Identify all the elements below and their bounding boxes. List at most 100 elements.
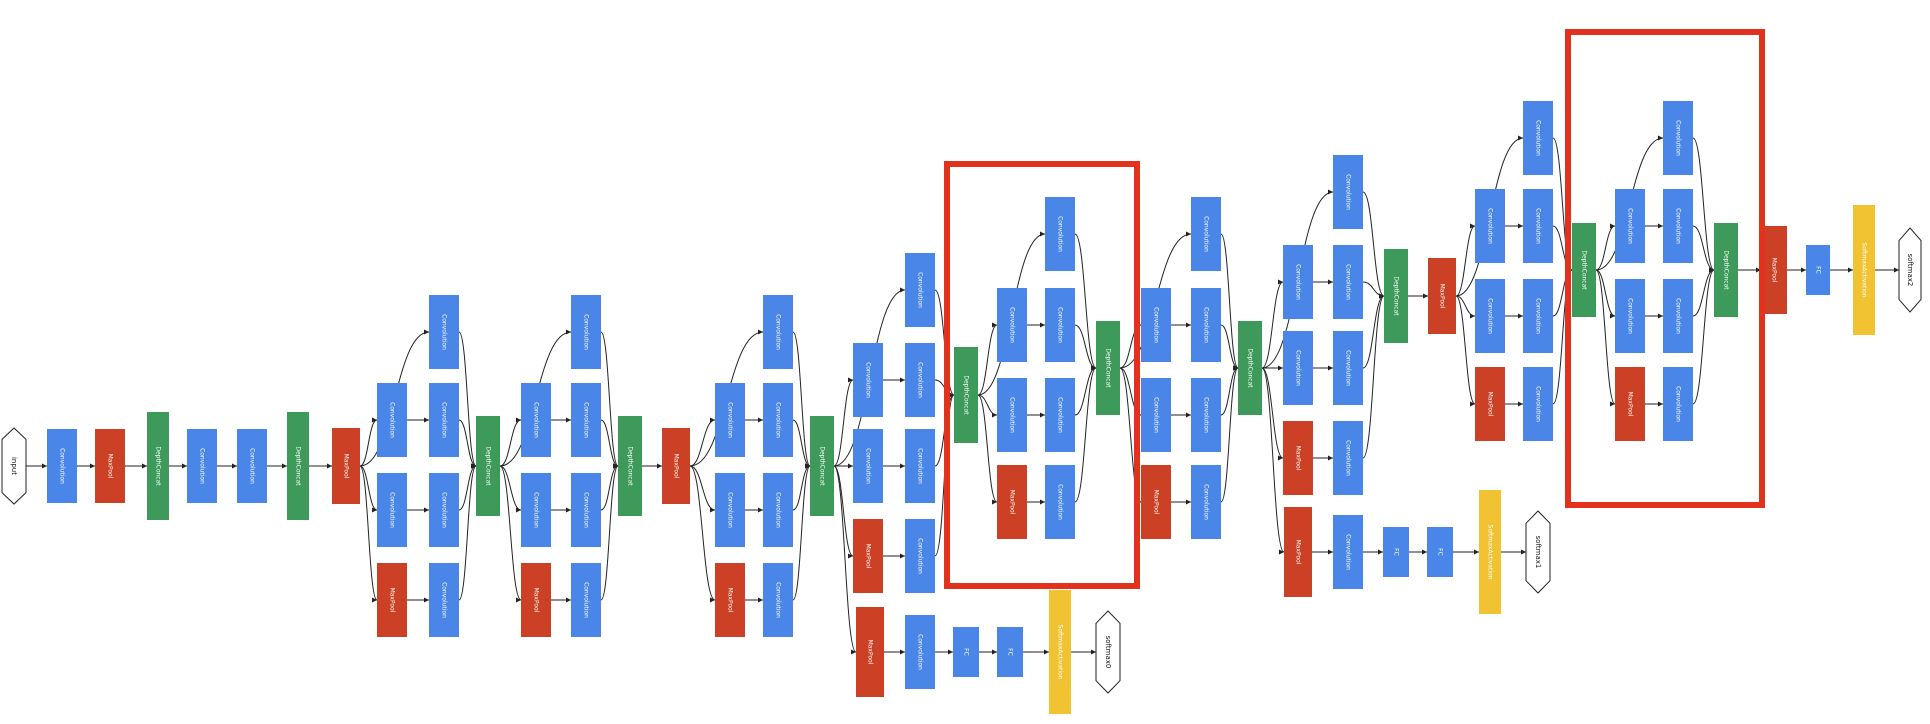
conv-node: Convolution	[521, 383, 551, 457]
conv-node: Convolution	[429, 473, 459, 547]
conv-node-label: Convolution	[583, 492, 590, 528]
edge-p4-to-i5a_a2	[1455, 295, 1476, 319]
pool-node: MaxPool	[997, 465, 1027, 539]
terminal-label: softmax2	[1906, 254, 1914, 287]
edge-p3-to-i4a_pp	[689, 465, 716, 603]
softmax-node: SoftmaxActivation	[1479, 490, 1501, 614]
edge-i4d_cat-to-ax2_p	[1261, 367, 1285, 555]
edge-i4b_cat-to-i4c_a1	[977, 322, 998, 396]
edge-i5b_b1-to-i5b_cat	[1692, 225, 1715, 273]
conv-node-label: Convolution	[1535, 298, 1542, 334]
conv-node: Convolution	[853, 343, 883, 417]
conv-node-label: Convolution	[1057, 216, 1064, 252]
concat-node: DepthConcat	[147, 412, 169, 520]
concat-node: DepthConcat	[476, 416, 500, 516]
conv-node-label: Convolution	[1535, 208, 1542, 244]
pool-node-label: MaxPool	[1153, 490, 1160, 515]
conv-node-label: Convolution	[441, 582, 448, 618]
conv-node-label: Convolution	[583, 582, 590, 618]
conv-node: Convolution	[997, 378, 1027, 452]
pool-node: MaxPool	[856, 607, 884, 697]
conv-node-label: Convolution	[727, 492, 734, 528]
conv-node-label: Convolution	[1345, 264, 1352, 300]
conv-node-label: Convolution	[1345, 440, 1352, 476]
edge-p3-to-i4a_a2	[689, 465, 716, 513]
conv-node-label: Convolution	[1057, 397, 1064, 433]
conv-node: Convolution	[377, 473, 407, 547]
concat-node: DepthConcat	[287, 412, 309, 520]
fc-node-label: FC	[963, 648, 970, 656]
conv-node: Convolution	[1045, 288, 1075, 362]
softmax-node: SoftmaxActivation	[1049, 590, 1071, 714]
conv-node: Convolution	[1191, 465, 1221, 539]
concat-node-label: DepthConcat	[1581, 250, 1588, 290]
conv-node-label: Convolution	[441, 314, 448, 350]
pool-node-label: MaxPool	[1627, 392, 1634, 417]
conv-node-label: Convolution	[59, 448, 66, 484]
conv-node: Convolution	[1615, 279, 1645, 353]
conv-node: Convolution	[429, 295, 459, 369]
edge-p4-to-i5a_a1	[1455, 223, 1476, 297]
pool-node-label: MaxPool	[389, 588, 396, 613]
conv-node: Convolution	[853, 429, 883, 503]
pool-node: MaxPool	[1475, 367, 1505, 441]
pool-node: MaxPool	[1615, 367, 1645, 441]
conv-node-label: Convolution	[1675, 298, 1682, 334]
conv-node-label: Convolution	[533, 402, 540, 438]
conv-node: Convolution	[1663, 189, 1693, 263]
conv-node-label: Convolution	[583, 402, 590, 438]
highlight-box-inception-4c	[944, 161, 1140, 589]
edge-i4a_t-to-i4a_cat	[792, 331, 811, 469]
edge-i4e_b1-to-i4e_cat	[1362, 281, 1385, 299]
pool-node: MaxPool	[715, 563, 745, 637]
pool-node-label: MaxPool	[1295, 540, 1302, 565]
conv-node-label: Convolution	[775, 492, 782, 528]
conv-node: Convolution	[1475, 189, 1505, 263]
pool-node: MaxPool	[853, 519, 883, 593]
conv-node-label: Convolution	[1057, 307, 1064, 343]
pool-node: MaxPool	[1141, 465, 1171, 539]
fc-node-label: FC	[1815, 266, 1822, 274]
conv-node: Convolution	[1191, 288, 1221, 362]
conv-node: Convolution	[1663, 279, 1693, 353]
conv-node-label: Convolution	[1295, 264, 1302, 300]
terminal-input: input	[1, 427, 27, 505]
fc-node-label: FC	[1437, 548, 1444, 556]
edge-i5b_b2-to-i5b_cat	[1692, 267, 1715, 317]
conv-node-label: Convolution	[1345, 174, 1352, 210]
fc-node: FC	[1427, 527, 1453, 577]
fc-node: FC	[1806, 245, 1830, 295]
conv-node-label: Convolution	[1535, 120, 1542, 156]
terminal-out: softmax2	[1898, 227, 1922, 313]
concat-node-label: DepthConcat	[1105, 348, 1112, 388]
conv-node: Convolution	[763, 295, 793, 369]
conv-node-label: Convolution	[775, 402, 782, 438]
conv-node: Convolution	[1333, 155, 1363, 229]
conv-node-label: Convolution	[1153, 307, 1160, 343]
terminal-label: softmax0	[1104, 636, 1112, 669]
pool-node: MaxPool	[1284, 507, 1312, 597]
edge-i4e_b2-to-i4e_cat	[1362, 293, 1385, 369]
conv-node-label: Convolution	[727, 402, 734, 438]
edge-i4a_cat-to-ax1_p	[833, 465, 857, 655]
conv-node-label: Convolution	[917, 634, 924, 670]
concat-node-label: DepthConcat	[485, 446, 492, 486]
conv-node: Convolution	[1045, 465, 1075, 539]
conv-node-label: Convolution	[1153, 397, 1160, 433]
pool-node-label: MaxPool	[1487, 392, 1494, 417]
concat-node: DepthConcat	[618, 416, 642, 516]
edge-p2-to-i3a_pp	[359, 465, 378, 603]
conv-node: Convolution	[1283, 331, 1313, 405]
conv-node-label: Convolution	[1203, 484, 1210, 520]
conv-node-label: Convolution	[441, 492, 448, 528]
conv-node-label: Convolution	[1203, 216, 1210, 252]
concat-node: DepthConcat	[810, 416, 834, 516]
conv-node: Convolution	[47, 429, 77, 503]
conv-node-label: Convolution	[1203, 307, 1210, 343]
fc-node: FC	[1383, 527, 1409, 577]
conv-node: Convolution	[429, 383, 459, 457]
conv-node-label: Convolution	[1535, 386, 1542, 422]
edge-i4c_t-to-i4c_cat	[1074, 233, 1097, 371]
concat-node: DepthConcat	[954, 347, 978, 443]
